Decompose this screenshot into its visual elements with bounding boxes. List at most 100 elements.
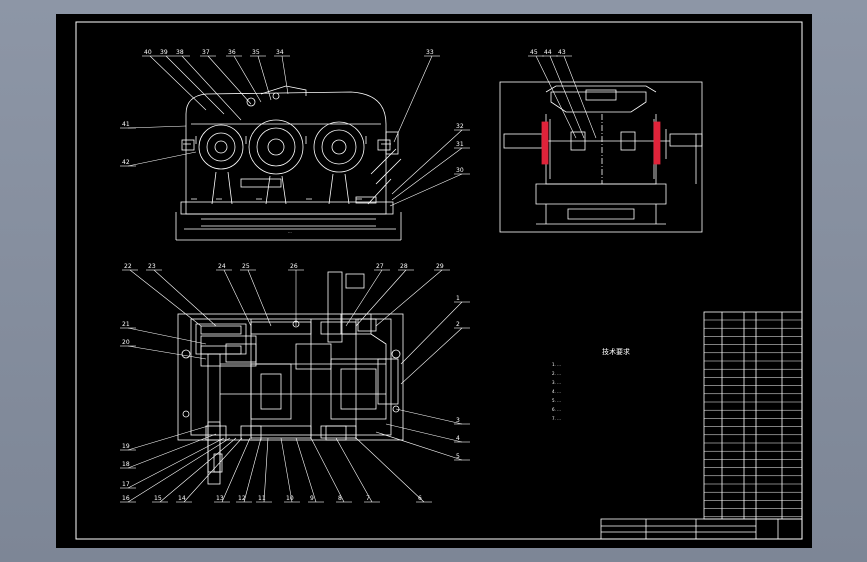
balloon-label: 5 — [456, 453, 460, 460]
balloon-leader — [400, 327, 463, 385]
balloon-leader — [563, 55, 597, 139]
balloon-label: 17 — [122, 481, 130, 488]
balloon-leader — [127, 151, 197, 167]
balloon-label: 12 — [238, 495, 246, 502]
tech-req-line: 1. ... — [552, 362, 561, 367]
balloon-label: 31 — [456, 141, 464, 148]
balloon-leader — [181, 55, 242, 121]
balloon-leader — [549, 55, 585, 139]
balloon-leader — [233, 55, 262, 103]
balloon-leader — [257, 55, 272, 101]
balloon-label: 1 — [456, 295, 460, 302]
balloon-label: 43 — [558, 49, 566, 56]
balloon-leader — [395, 408, 463, 425]
balloon-label: 11 — [258, 495, 266, 502]
svg-text:...: ... — [288, 229, 292, 234]
balloon-leader — [243, 437, 262, 503]
balloon-leader — [535, 55, 577, 139]
balloon-leader — [149, 55, 207, 111]
balloon-leader — [391, 129, 463, 195]
balloon-leader — [159, 437, 237, 503]
balloon-leader — [400, 301, 463, 365]
balloon-leader — [345, 269, 383, 327]
balloon-label: 10 — [286, 495, 294, 502]
drawing-frame — [75, 21, 803, 540]
balloon-leader — [127, 125, 187, 129]
balloon-leader — [127, 327, 207, 345]
balloon-label: 19 — [122, 443, 130, 450]
balloon-label: 36 — [228, 49, 236, 56]
balloon-label: 35 — [252, 49, 260, 56]
balloon-label: 7 — [366, 495, 370, 502]
parts-list-rows — [704, 319, 802, 518]
balloon-leader — [263, 437, 269, 503]
balloon-label: 37 — [202, 49, 210, 56]
balloon-label: 41 — [122, 121, 130, 128]
balloon-label: 33 — [426, 49, 434, 56]
balloon-label: 34 — [276, 49, 284, 56]
balloon-label: 4 — [456, 435, 460, 442]
balloon-leader — [207, 55, 252, 105]
balloon-leader — [127, 433, 217, 469]
plan-view — [177, 271, 404, 485]
balloon-label: 3 — [456, 417, 460, 424]
balloon-leader — [295, 437, 317, 503]
balloon-leader — [280, 437, 293, 503]
balloon-label: 8 — [338, 495, 342, 502]
balloon-label: 39 — [160, 49, 168, 56]
balloon-leader — [310, 437, 345, 503]
balloon-leader — [355, 269, 407, 327]
balloon-label: 16 — [122, 495, 130, 502]
balloon-leader — [355, 437, 425, 503]
balloon-label: 15 — [154, 495, 162, 502]
balloon-label: 42 — [122, 159, 130, 166]
balloon-label: 27 — [376, 263, 384, 270]
balloon-label: 26 — [290, 263, 298, 270]
balloon-leader — [129, 269, 202, 327]
balloon-label: 2 — [456, 321, 460, 328]
tech-req-line: 5. ... — [552, 398, 561, 403]
tech-requirements: 技术要求 1. ...2. ...3. ...4. ...5. ...6. ..… — [552, 347, 630, 421]
balloon-label: 45 — [530, 49, 538, 56]
balloon-label: 13 — [216, 495, 224, 502]
balloon-label: 9 — [310, 495, 314, 502]
balloon-label: 30 — [456, 167, 464, 174]
balloon-leader — [375, 431, 463, 461]
balloon-leader — [127, 345, 207, 360]
balloon-label: 20 — [122, 339, 130, 346]
balloon-label: 22 — [124, 263, 132, 270]
balloon-leader — [391, 147, 463, 201]
drawing-canvas: ... — [75, 21, 803, 540]
balloon-leader — [127, 425, 209, 451]
balloon-leader — [153, 269, 217, 327]
balloon-leader — [127, 437, 231, 503]
tech-req-title: 技术要求 — [602, 347, 630, 356]
balloon-leader — [127, 437, 225, 489]
parts-list — [703, 311, 803, 520]
balloon-label: 44 — [544, 49, 552, 56]
tech-req-line: 2. ... — [552, 371, 561, 376]
balloon-label: 21 — [122, 321, 130, 328]
tech-req-line: 6. ... — [552, 407, 561, 412]
balloon-label: 40 — [144, 49, 152, 56]
balloon-leader — [221, 437, 251, 503]
balloon-leader — [223, 269, 252, 327]
balloon-label: 25 — [242, 263, 250, 270]
balloon-leader — [183, 437, 243, 503]
balloon-label: 23 — [148, 263, 156, 270]
balloon-label: 14 — [178, 495, 186, 502]
drawing-sheet: ... — [56, 14, 812, 548]
balloon-leader — [375, 269, 443, 327]
front-view: ... — [175, 85, 402, 241]
balloon-label: 32 — [456, 123, 464, 130]
balloon-label: 38 — [176, 49, 184, 56]
title-block — [600, 518, 803, 540]
balloon-label: 18 — [122, 461, 130, 468]
side-view — [499, 81, 703, 233]
balloon-leader — [389, 173, 463, 207]
tech-req-line: 4. ... — [552, 389, 561, 394]
balloon-leader — [247, 269, 272, 327]
balloon-leader — [335, 437, 373, 503]
